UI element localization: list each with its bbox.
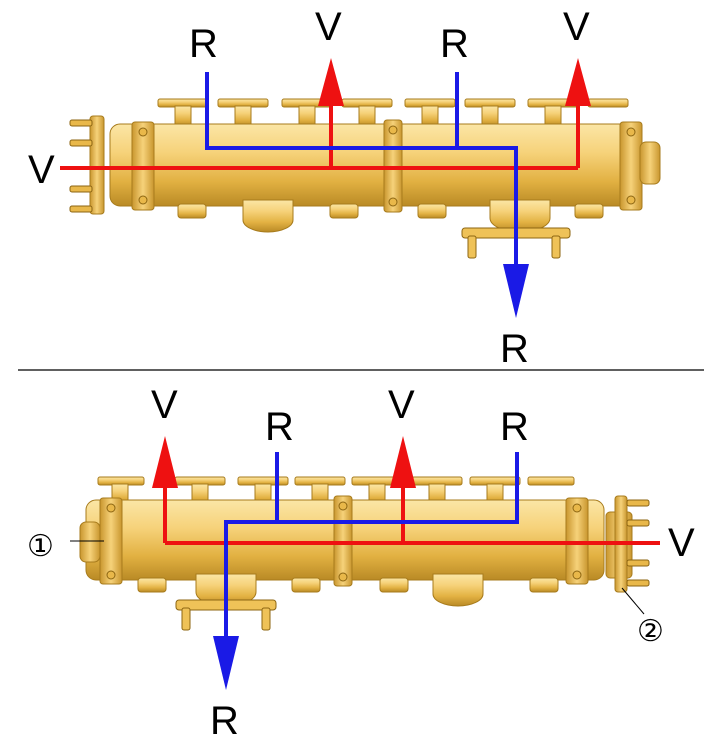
top-supply-inlet-label: V (28, 148, 55, 192)
bottom-supply-inlet-label: V (668, 521, 695, 565)
top-supply-outlet-label-1: V (315, 5, 342, 49)
bottom-supply-outlet-label-2: V (388, 383, 415, 427)
top-supply-arrow-2 (565, 58, 591, 106)
callout-1: ① (27, 529, 54, 564)
top-manifold-body (109, 123, 636, 207)
bottom-supply-outlet-label-1: V (151, 383, 178, 427)
top-return-flow (205, 72, 518, 270)
top-supply-outlet-label-2: V (563, 5, 590, 49)
bottom-return-flow (224, 452, 519, 640)
callout-2: ② (637, 614, 664, 649)
top-return-inlet-label-1: R (189, 22, 218, 66)
callout-leaders (70, 540, 645, 615)
top-manifold-bolts (69, 119, 636, 213)
bottom-return-inlet-label-1: R (265, 405, 294, 449)
top-return-outlet-label: R (500, 327, 529, 371)
top-return-arrow (503, 264, 529, 318)
bottom-manifold: V R V R V R ① ② (27, 383, 695, 739)
bottom-supply-arrow-1 (152, 436, 178, 488)
bottom-supply-flow (163, 482, 660, 545)
bottom-manifold-bolts (106, 499, 650, 587)
top-manifold: V R V R V R (28, 5, 661, 371)
bottom-supply-arrow-2 (390, 436, 416, 488)
top-manifold-feet (177, 199, 604, 233)
bottom-return-outlet-label: R (210, 699, 239, 739)
bottom-return-inlet-label-2: R (500, 405, 529, 449)
top-supply-arrow-1 (318, 58, 344, 106)
top-supply-flow (60, 100, 580, 170)
bottom-return-arrow (213, 636, 239, 690)
top-return-inlet-label-2: R (440, 22, 469, 66)
